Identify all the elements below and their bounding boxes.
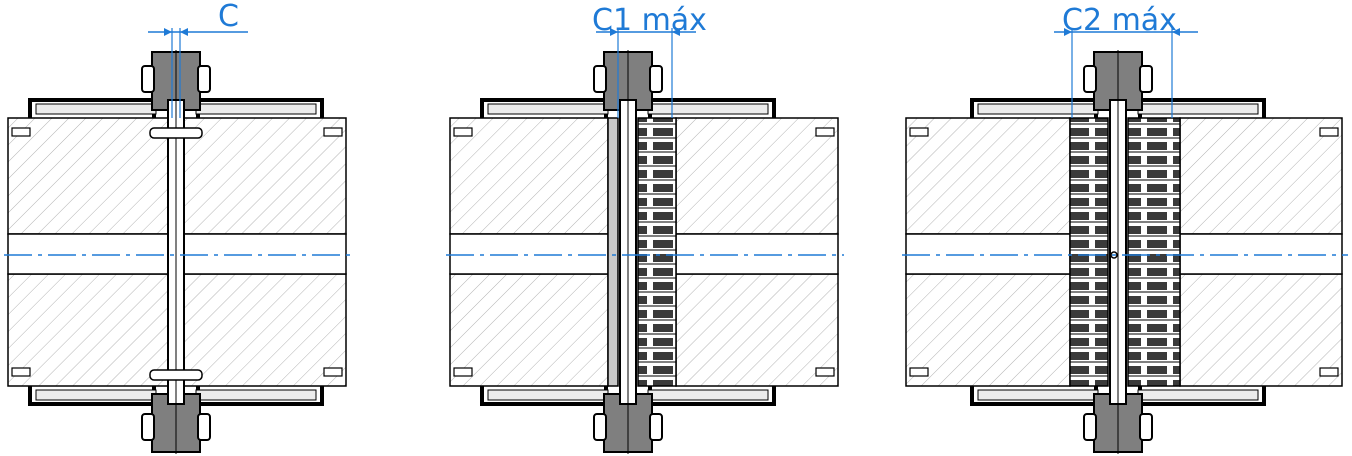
shaft-bore-left bbox=[905, 233, 1071, 275]
bolt-top-left bbox=[593, 65, 607, 93]
hub-left-upper-section bbox=[905, 117, 1071, 235]
sleeve-inner-band-right-bottom bbox=[647, 389, 769, 401]
shaft-bore-right bbox=[181, 233, 347, 275]
dimension-arrow-left bbox=[1064, 28, 1072, 36]
keyway-slot-top-left bbox=[453, 127, 473, 137]
bolt-top-right bbox=[649, 65, 663, 93]
sleeve-inner-band-right-top bbox=[647, 103, 769, 115]
keyway-slot-top-right bbox=[323, 127, 343, 137]
hub-right-lower-section bbox=[181, 273, 347, 387]
hub-right-upper-section bbox=[1179, 117, 1343, 235]
hub-right-upper-section bbox=[181, 117, 347, 235]
sleeve-inner-band-left-bottom bbox=[977, 389, 1099, 401]
sleeve-inner-band-left-bottom bbox=[487, 389, 609, 401]
bolt-top-left bbox=[141, 65, 155, 93]
hub-right-lower-section bbox=[675, 273, 839, 387]
keyway-slot-bottom-left bbox=[11, 367, 31, 377]
shaft-bore-right bbox=[675, 233, 839, 275]
dimension-label-c2-max: C2 máx bbox=[1062, 3, 1177, 38]
coupling-view-c2 bbox=[902, 28, 1348, 454]
dimension-arrow-right bbox=[1172, 28, 1180, 36]
bolt-bottom-left bbox=[593, 413, 607, 441]
hub-left-lower-section bbox=[905, 273, 1071, 387]
shaft-bore-left bbox=[449, 233, 609, 275]
bolt-bottom-right bbox=[1139, 413, 1153, 441]
bolt-bottom-right bbox=[649, 413, 663, 441]
sleeve-inner-band-left-top bbox=[35, 103, 157, 115]
coupling-view-c1 bbox=[446, 28, 844, 454]
sleeve-inner-band-right-top bbox=[1137, 103, 1259, 115]
shaft-bore-right bbox=[1179, 233, 1343, 275]
bolt-bottom-right bbox=[197, 413, 211, 441]
hub-right-upper-section bbox=[675, 117, 839, 235]
dimension-arrow-left bbox=[610, 28, 618, 36]
views-layer bbox=[4, 28, 1348, 454]
sleeve-inner-band-right-top bbox=[195, 103, 317, 115]
sleeve-inner-band-left-bottom bbox=[35, 389, 157, 401]
bolt-top-right bbox=[197, 65, 211, 93]
bolt-bottom-left bbox=[141, 413, 155, 441]
bolt-bottom-left bbox=[1083, 413, 1097, 441]
hub-left-upper-section bbox=[7, 117, 171, 235]
hub-left-lower-section bbox=[449, 273, 609, 387]
bolt-top-right bbox=[1139, 65, 1153, 93]
gear-teeth-right bbox=[1127, 117, 1181, 387]
dimension-arrow-right bbox=[180, 28, 188, 36]
keyway-slot-bottom-right bbox=[1319, 367, 1339, 377]
sleeve-inner-band-left-top bbox=[977, 103, 1099, 115]
dimension-label-c1-max: C1 máx bbox=[592, 3, 707, 38]
bolt-top-left bbox=[1083, 65, 1097, 93]
sleeve-inner-band-left-top bbox=[487, 103, 609, 115]
shaft-bore-left bbox=[7, 233, 171, 275]
keyway-slot-top-right bbox=[815, 127, 835, 137]
gear-teeth-left bbox=[1069, 117, 1109, 387]
keyway-slot-bottom-left bbox=[909, 367, 929, 377]
keyway-slot-bottom-left bbox=[453, 367, 473, 377]
sleeve-inner-band-right-bottom bbox=[1137, 389, 1259, 401]
keyway-slot-top-left bbox=[909, 127, 929, 137]
spacer-left bbox=[607, 117, 619, 387]
dimension-arrow-right bbox=[672, 28, 680, 36]
coupling-view-c bbox=[4, 28, 352, 454]
keyway-slot-top-left bbox=[11, 127, 31, 137]
dimension-label-c: C bbox=[218, 0, 239, 34]
sleeve-inner-band-right-bottom bbox=[195, 389, 317, 401]
gear-teeth-right bbox=[637, 117, 677, 387]
hub-right-lower-section bbox=[1179, 273, 1343, 387]
dimension-labels-layer: C C1 máx C2 máx bbox=[218, 0, 1177, 38]
keyway-slot-top-right bbox=[1319, 127, 1339, 137]
pin-top bbox=[149, 127, 203, 139]
keyway-slot-bottom-right bbox=[815, 367, 835, 377]
pin-bottom bbox=[149, 369, 203, 381]
hub-left-upper-section bbox=[449, 117, 609, 235]
dimension-arrow-left bbox=[164, 28, 172, 36]
hub-left-lower-section bbox=[7, 273, 171, 387]
keyway-slot-bottom-right bbox=[323, 367, 343, 377]
